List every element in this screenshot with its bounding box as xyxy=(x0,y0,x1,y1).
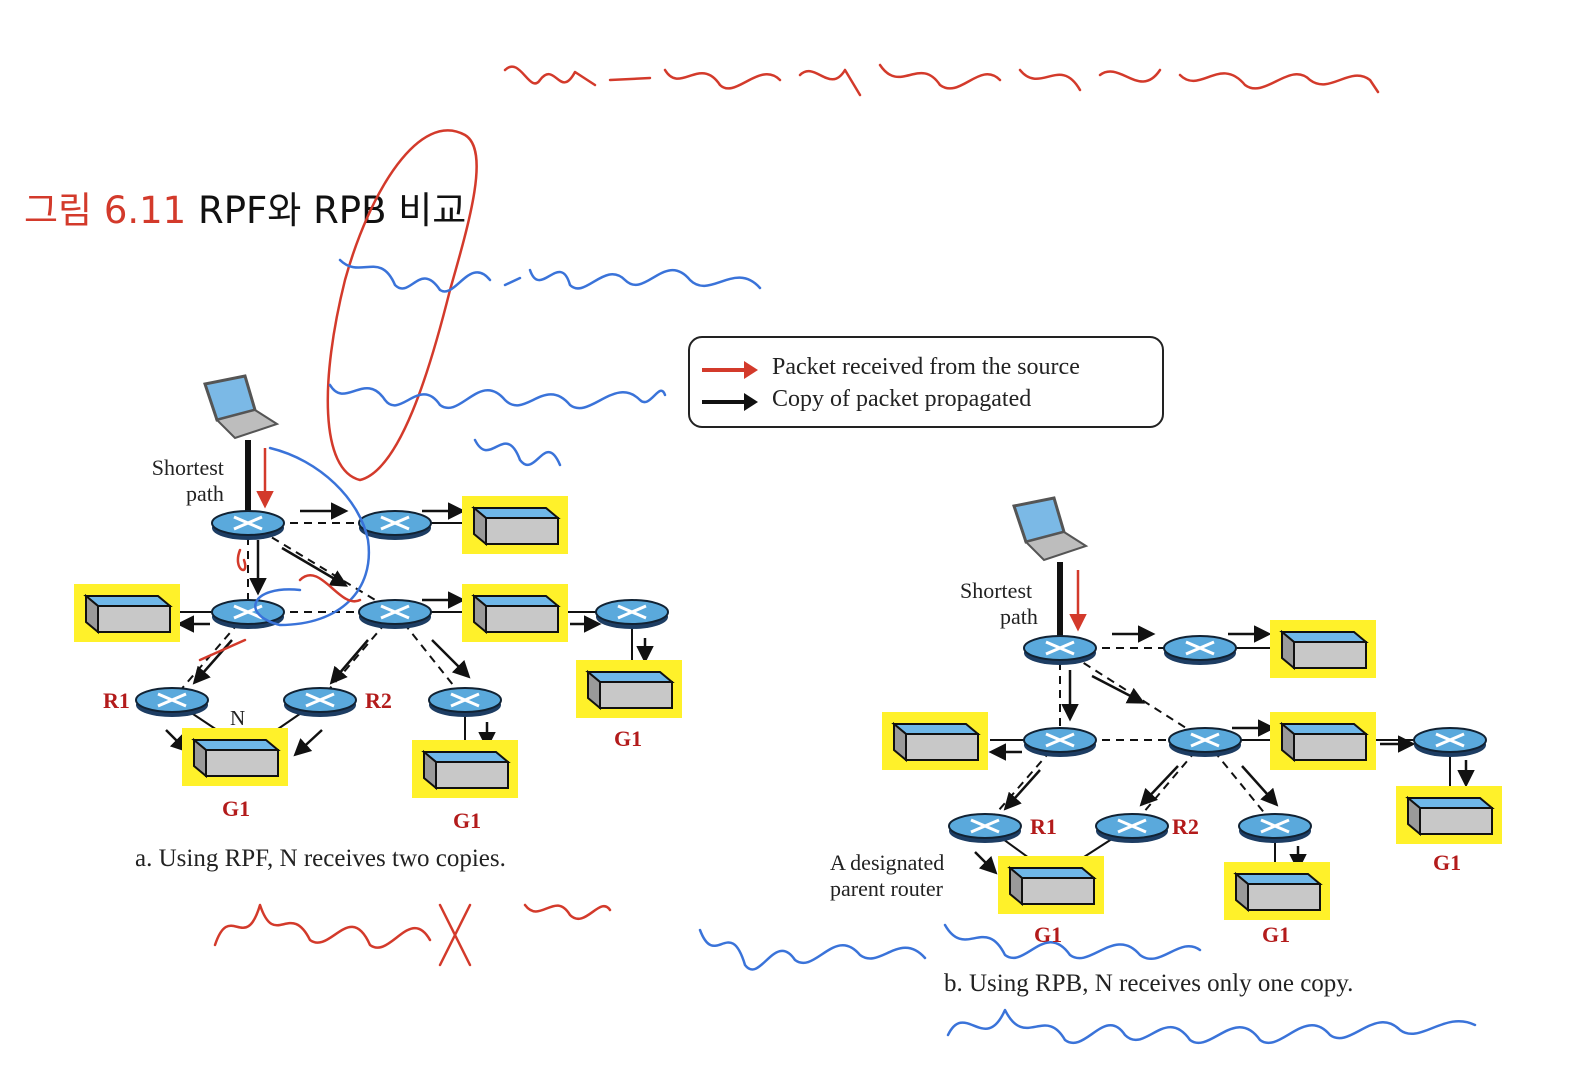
a-shortest-path-line: Shortest xyxy=(151,455,224,480)
b-shortest-path-label: Shortest path xyxy=(960,578,1038,630)
a-router-mid-left xyxy=(211,599,285,629)
figure-caption-title: RPF와 RPB 비교 xyxy=(198,189,467,232)
legend-propagated: Copy of packet propagated xyxy=(772,386,1032,412)
a-router-top xyxy=(358,510,432,540)
figure-number: 그림 6.11 xyxy=(24,189,187,232)
b-arrow-4 xyxy=(1091,674,1146,704)
a-caption: a. Using RPF, N receives two copies. xyxy=(135,845,506,872)
blue-note-2 xyxy=(328,383,667,467)
b-g1-label-1: G1 xyxy=(1034,922,1063,947)
a-lan-left xyxy=(74,584,180,642)
b-arrow-11 xyxy=(1241,765,1279,807)
a-lan-mid-right xyxy=(462,584,568,642)
b-router-bottom-right xyxy=(1238,813,1312,843)
a-arrow-10 xyxy=(329,639,369,685)
red-marks-a xyxy=(198,548,362,662)
b-g1-label-2: G1 xyxy=(1262,922,1291,947)
a-router-bottom-right xyxy=(428,687,502,717)
b-router-source xyxy=(1023,635,1097,665)
b-router-mid-right xyxy=(1168,727,1242,757)
b-lan-top xyxy=(1270,620,1376,678)
blue-note-1 xyxy=(338,258,762,293)
a-lan-n xyxy=(182,728,288,786)
red-oval-mark xyxy=(326,129,478,482)
a-router-far-right xyxy=(595,599,669,629)
a-arrow-11 xyxy=(431,639,471,679)
b-lan-left xyxy=(882,712,988,770)
b-arrow-10 xyxy=(1139,765,1179,807)
a-n-label: N xyxy=(230,706,246,730)
a-g1-label-2: G1 xyxy=(453,808,482,833)
b-r2-label: R2 xyxy=(1172,814,1199,839)
a-arrow-4 xyxy=(281,546,349,587)
b-lan-bottom-right xyxy=(1224,862,1330,920)
b-path-line: path xyxy=(1000,604,1038,629)
a-r2-label: R2 xyxy=(365,688,392,713)
a-router-mid-right xyxy=(358,599,432,629)
b-router-r1 xyxy=(948,813,1022,843)
a-router-r2 xyxy=(283,687,357,717)
legend-received: Packet received from the source xyxy=(772,354,1080,380)
b-router-far-right xyxy=(1413,727,1487,757)
a-laptop-icon xyxy=(203,374,280,440)
b-lan-mid-right xyxy=(1270,712,1376,770)
b-shortest-path-line: Shortest xyxy=(960,578,1033,603)
black-arrow-icon xyxy=(702,393,758,411)
b-router-top xyxy=(1163,635,1237,665)
a-r1-label: R1 xyxy=(103,688,130,713)
a-shortest-path-label: Shortest path xyxy=(146,455,224,507)
blue-note-4 xyxy=(946,1008,1477,1045)
b-router-mid-left xyxy=(1023,727,1097,757)
a-arrow-14 xyxy=(293,729,323,757)
a-router-r1 xyxy=(135,687,209,717)
b-arrow-13 xyxy=(974,851,998,875)
b-lan-far-right xyxy=(1396,786,1502,844)
red-note-bottom xyxy=(213,903,612,967)
b-designated-line1: A designated xyxy=(830,850,945,875)
a-g1-label-3: G1 xyxy=(614,726,643,751)
b-router-r2 xyxy=(1095,813,1169,843)
b-lan-n xyxy=(998,856,1104,914)
legend-box: Packet received from the source Copy of … xyxy=(688,336,1164,428)
a-router-source xyxy=(211,510,285,540)
a-path-line: path xyxy=(186,481,224,506)
a-arrow-9 xyxy=(192,639,233,685)
a-g1-label-1: G1 xyxy=(222,796,251,821)
a-link-s-right xyxy=(247,522,396,613)
figure-title: 그림 6.11 RPF와 RPB 비교 xyxy=(24,180,466,234)
b-designated-label: A designated parent router xyxy=(830,850,944,902)
b-designated-line2: parent router xyxy=(830,876,943,901)
a-lan-far-right xyxy=(576,660,682,718)
b-r1-label: R1 xyxy=(1030,814,1057,839)
red-arrow-icon xyxy=(702,361,758,379)
b-caption: b. Using RPB, N receives only one copy. xyxy=(944,970,1354,997)
b-arrow-9 xyxy=(1003,769,1041,811)
b-laptop-icon xyxy=(1012,496,1089,562)
a-lan-top xyxy=(462,496,568,554)
blue-note-3 xyxy=(698,923,1202,971)
b-g1-label-3: G1 xyxy=(1433,850,1462,875)
red-note-top xyxy=(503,63,1380,97)
a-lan-bottom-right xyxy=(412,740,518,798)
blue-loop-mark xyxy=(254,446,371,627)
